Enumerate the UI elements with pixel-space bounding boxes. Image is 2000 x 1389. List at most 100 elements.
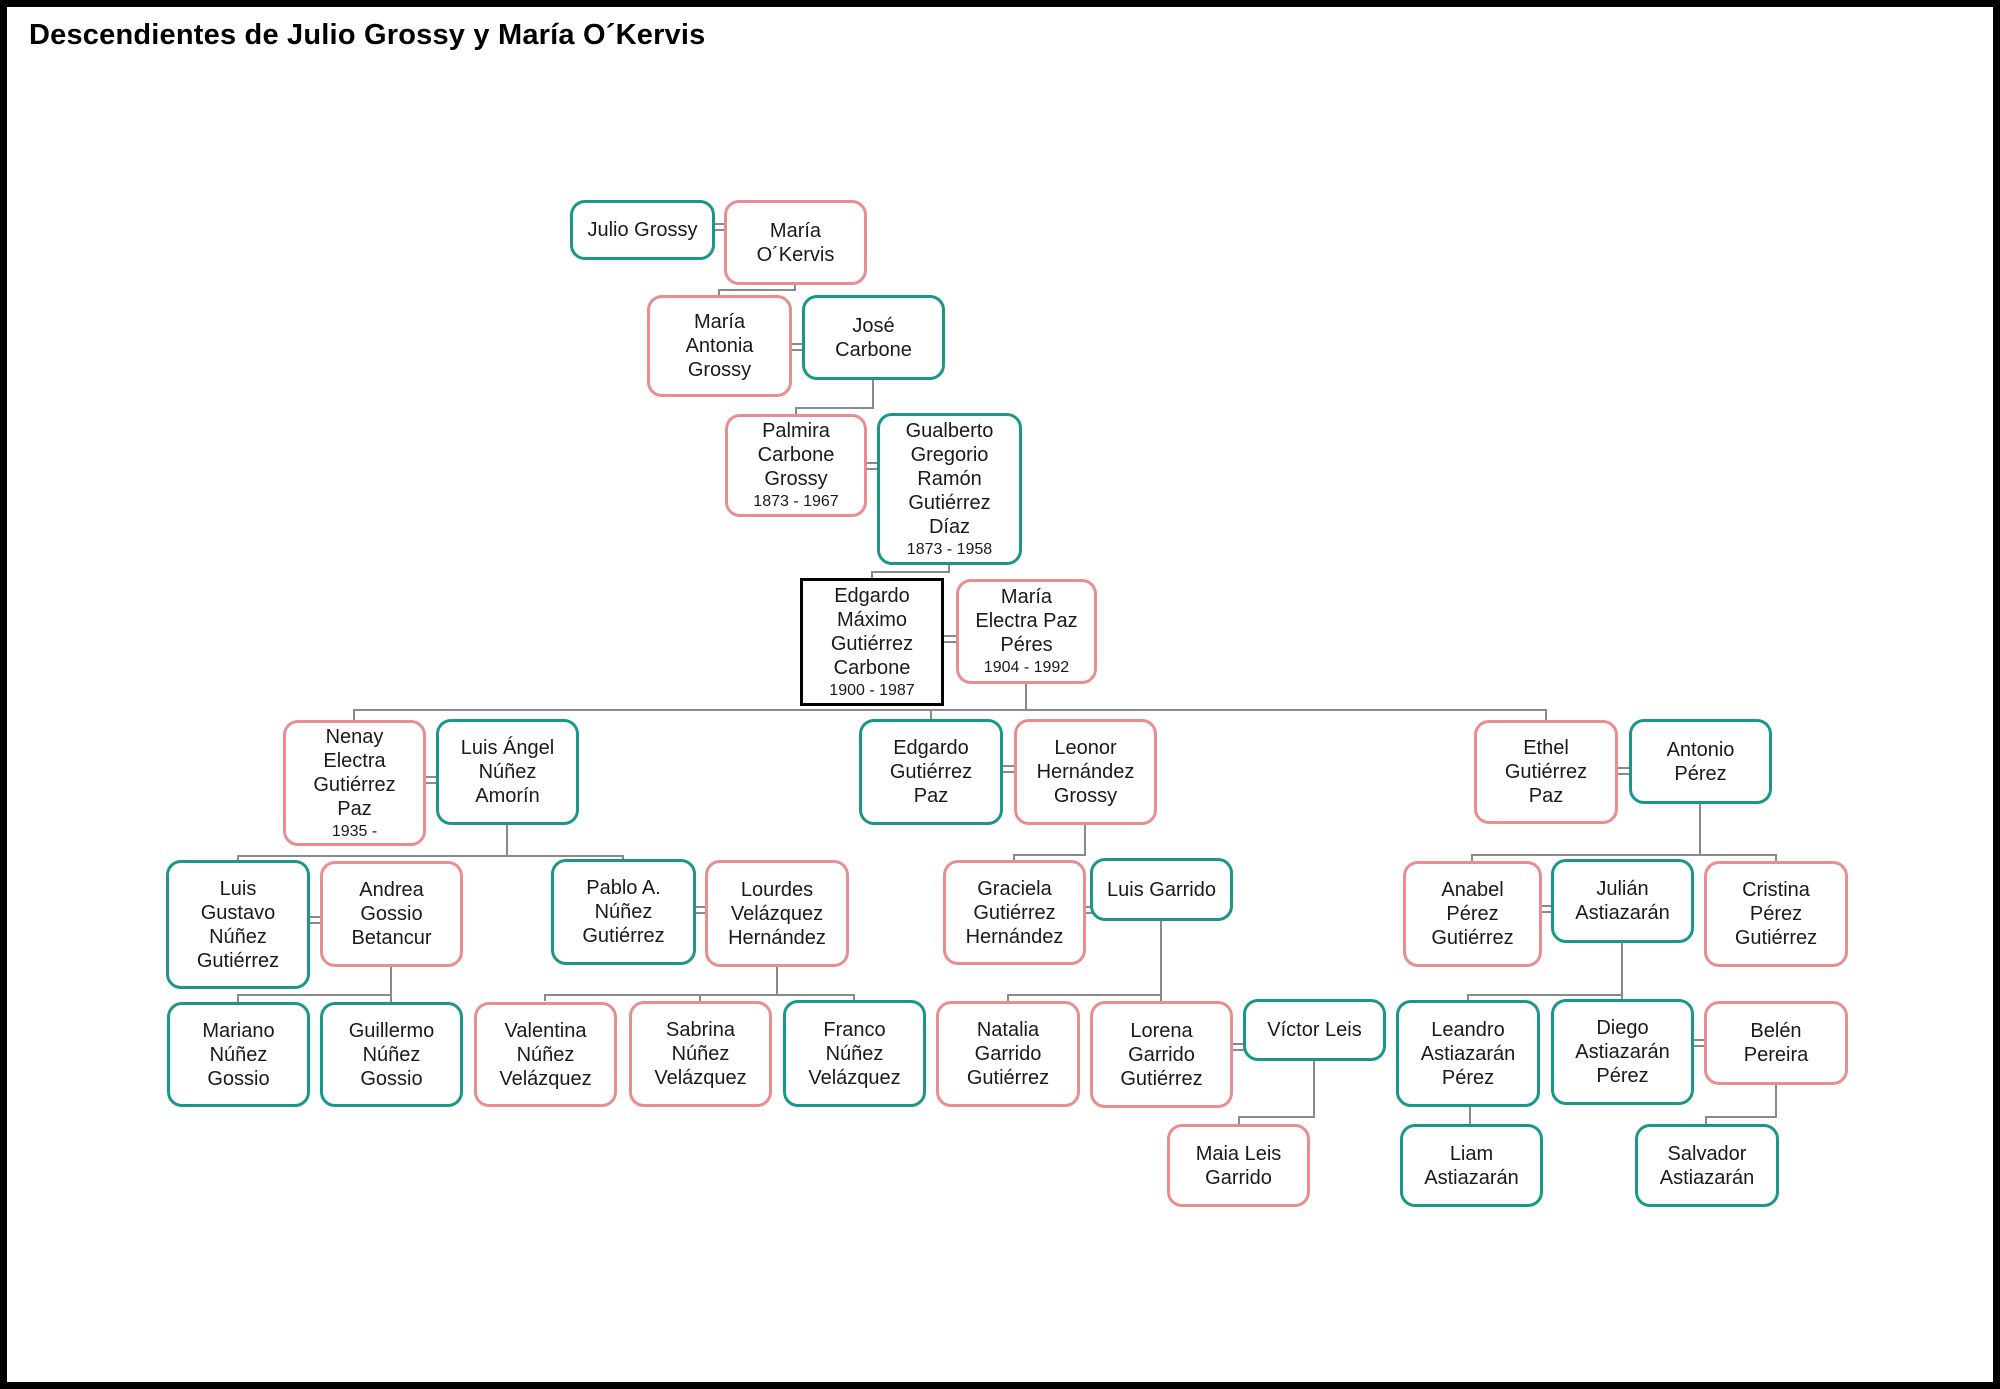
person-node-luis_gustavo[interactable]: Luis Gustavo Núñez Gutiérrez bbox=[166, 860, 310, 989]
marriage-connector bbox=[863, 462, 881, 470]
person-name: Mariano Núñez Gossio bbox=[202, 1019, 275, 1090]
person-node-edgardo_maximo[interactable]: Edgardo Máximo Gutiérrez Carbone 1900 - 1… bbox=[800, 578, 944, 706]
connector-line bbox=[1013, 825, 1086, 860]
person-node-pablo[interactable]: Pablo A. Núñez Gutiérrez bbox=[551, 859, 696, 965]
person-node-franco[interactable]: Franco Núñez Velázquez bbox=[783, 1000, 926, 1107]
person-node-diego[interactable]: Diego Astiazarán Pérez bbox=[1551, 999, 1694, 1105]
person-node-sabrina[interactable]: Sabrina Núñez Velázquez bbox=[629, 1001, 772, 1107]
person-name: Anabel Pérez Gutiérrez bbox=[1431, 879, 1514, 949]
person-name: Graciela Gutiérrez Hernández bbox=[965, 877, 1064, 948]
person-node-lorena[interactable]: Lorena Garrido Gutiérrez bbox=[1090, 1001, 1233, 1108]
person-name: Leonor Hernández Grossy bbox=[1036, 737, 1135, 807]
person-name: María Electra Paz Péres bbox=[975, 586, 1078, 656]
person-name: Víctor Leis bbox=[1267, 1019, 1362, 1041]
person-name: Luis Ángel Núñez Amorín bbox=[460, 737, 555, 807]
person-node-palmira[interactable]: Palmira Carbone Grossy 1873 - 1967 bbox=[725, 414, 867, 517]
person-name: Luis Garrido bbox=[1107, 878, 1216, 901]
person-name: Belén Pereira bbox=[1743, 1020, 1809, 1066]
person-dates: 1904 - 1992 bbox=[983, 659, 1070, 676]
person-name: Lorena Garrido Gutiérrez bbox=[1120, 1019, 1203, 1090]
person-node-maia[interactable]: Maia Leis Garrido bbox=[1167, 1124, 1310, 1207]
person-node-leonor[interactable]: Leonor Hernández Grossy bbox=[1014, 719, 1157, 825]
person-node-edgardo_gp[interactable]: Edgardo Gutiérrez Paz bbox=[859, 719, 1003, 825]
person-node-liam[interactable]: Liam Astiazarán bbox=[1400, 1124, 1543, 1207]
person-node-nenay[interactable]: Nenay Electra Gutiérrez Paz 1935 - bbox=[283, 720, 426, 846]
person-name: Edgardo Máximo Gutiérrez Carbone bbox=[830, 584, 914, 679]
person-name: Ethel Gutiérrez Paz bbox=[1504, 737, 1588, 807]
marriage-connector bbox=[707, 223, 729, 231]
person-name: Maia Leis Garrido bbox=[1195, 1142, 1282, 1189]
person-name: María Antonia Grossy bbox=[685, 311, 754, 381]
marriage-connector bbox=[1082, 906, 1094, 914]
person-name: Franco Núñez Velázquez bbox=[808, 1018, 901, 1089]
connector-line bbox=[1238, 1061, 1315, 1124]
person-name: Natalia Garrido Gutiérrez bbox=[966, 1019, 1050, 1089]
marriage-connector bbox=[1229, 1043, 1247, 1051]
person-node-graciela[interactable]: Graciela Gutiérrez Hernández bbox=[943, 860, 1086, 965]
person-node-andrea[interactable]: Andrea Gossio Betancur bbox=[320, 861, 463, 967]
person-node-natalia[interactable]: Natalia Garrido Gutiérrez bbox=[936, 1001, 1080, 1107]
person-name: Pablo A. Núñez Gutiérrez bbox=[582, 877, 665, 947]
connector-line bbox=[871, 565, 950, 578]
person-name: Andrea Gossio Betancur bbox=[351, 879, 432, 949]
person-node-cristina[interactable]: Cristina Pérez Gutiérrez bbox=[1704, 861, 1848, 967]
person-name: Lourdes Velázquez Hernández bbox=[728, 878, 826, 949]
chart-title: Descendientes de Julio Grossy y María O´… bbox=[29, 19, 706, 51]
person-node-leandro[interactable]: Leandro Astiazarán Pérez bbox=[1396, 1000, 1540, 1107]
person-node-luis_angel[interactable]: Luis Ángel Núñez Amorín bbox=[436, 719, 579, 825]
person-node-lourdes[interactable]: Lourdes Velázquez Hernández bbox=[705, 860, 849, 967]
marriage-connector bbox=[999, 765, 1018, 773]
person-name: Palmira Carbone Grossy bbox=[757, 420, 835, 490]
marriage-connector bbox=[692, 906, 709, 914]
person-name: Nenay Electra Gutiérrez Paz bbox=[313, 725, 396, 820]
person-dates: 1935 - bbox=[331, 822, 378, 840]
person-node-salvador[interactable]: Salvador Astiazarán bbox=[1635, 1124, 1779, 1207]
person-name: Diego Astiazarán Pérez bbox=[1575, 1017, 1670, 1087]
person-node-maria_antonia[interactable]: María Antonia Grossy bbox=[647, 295, 792, 397]
person-dates: 1873 - 1958 bbox=[906, 540, 993, 558]
connector-line bbox=[1705, 1085, 1777, 1124]
person-name: Valentina Núñez Velázquez bbox=[499, 1019, 592, 1090]
connector-line bbox=[237, 994, 391, 1002]
marriage-connector bbox=[306, 916, 324, 924]
person-node-julian[interactable]: Julián Astiazarán bbox=[1551, 859, 1694, 943]
person-name: Sabrina Núñez Velázquez bbox=[654, 1019, 747, 1089]
person-name: José Carbone bbox=[835, 314, 912, 361]
marriage-connector bbox=[1536, 905, 1555, 913]
person-name: Luis Gustavo Núñez Gutiérrez bbox=[196, 877, 280, 972]
person-node-antonio[interactable]: Antonio Pérez bbox=[1629, 719, 1772, 804]
person-node-julio[interactable]: Julio Grossy bbox=[570, 200, 715, 260]
marriage-connector bbox=[422, 776, 440, 784]
marriage-connector bbox=[940, 635, 960, 643]
person-node-mariano[interactable]: Mariano Núñez Gossio bbox=[167, 1002, 310, 1107]
person-node-maria_electra[interactable]: María Electra Paz Péres 1904 - 1992 bbox=[956, 579, 1097, 684]
person-name: Gualberto Gregorio Ramón Gutiérrez Díaz bbox=[905, 419, 994, 538]
person-node-valentina[interactable]: Valentina Núñez Velázquez bbox=[474, 1002, 617, 1107]
person-node-maria_okervis[interactable]: María O´Kervis bbox=[724, 200, 867, 285]
person-node-ethel[interactable]: Ethel Gutiérrez Paz bbox=[1474, 720, 1618, 824]
person-node-guillermo[interactable]: Guillermo Núñez Gossio bbox=[320, 1002, 463, 1107]
person-dates: 1900 - 1987 bbox=[829, 681, 915, 699]
marriage-connector bbox=[788, 343, 806, 351]
person-node-jose_carbone[interactable]: José Carbone bbox=[802, 295, 945, 380]
person-name: Leandro Astiazarán Pérez bbox=[1420, 1018, 1516, 1089]
person-node-gualberto[interactable]: Gualberto Gregorio Ramón Gutiérrez Díaz 1… bbox=[877, 413, 1022, 565]
person-node-anabel[interactable]: Anabel Pérez Gutiérrez bbox=[1403, 861, 1542, 967]
person-name: Liam Astiazarán bbox=[1424, 1142, 1519, 1189]
connector-line bbox=[795, 380, 874, 414]
person-name: Julio Grossy bbox=[587, 219, 698, 241]
marriage-connector bbox=[1690, 1039, 1708, 1047]
person-node-victor[interactable]: Víctor Leis bbox=[1243, 999, 1386, 1061]
person-name: Edgardo Gutiérrez Paz bbox=[889, 737, 973, 807]
person-name: Salvador Astiazarán bbox=[1659, 1142, 1755, 1189]
person-name: Antonio Pérez bbox=[1666, 738, 1735, 785]
person-dates: 1873 - 1967 bbox=[753, 493, 839, 510]
person-node-luis_garrido[interactable]: Luis Garrido bbox=[1090, 858, 1233, 921]
connector-line bbox=[718, 285, 796, 295]
marriage-connector bbox=[1614, 767, 1633, 775]
person-name: María O´Kervis bbox=[756, 219, 835, 266]
person-name: Guillermo Núñez Gossio bbox=[348, 1019, 435, 1090]
person-node-belen[interactable]: Belén Pereira bbox=[1704, 1001, 1848, 1085]
person-name: Julián Astiazarán bbox=[1575, 878, 1670, 924]
